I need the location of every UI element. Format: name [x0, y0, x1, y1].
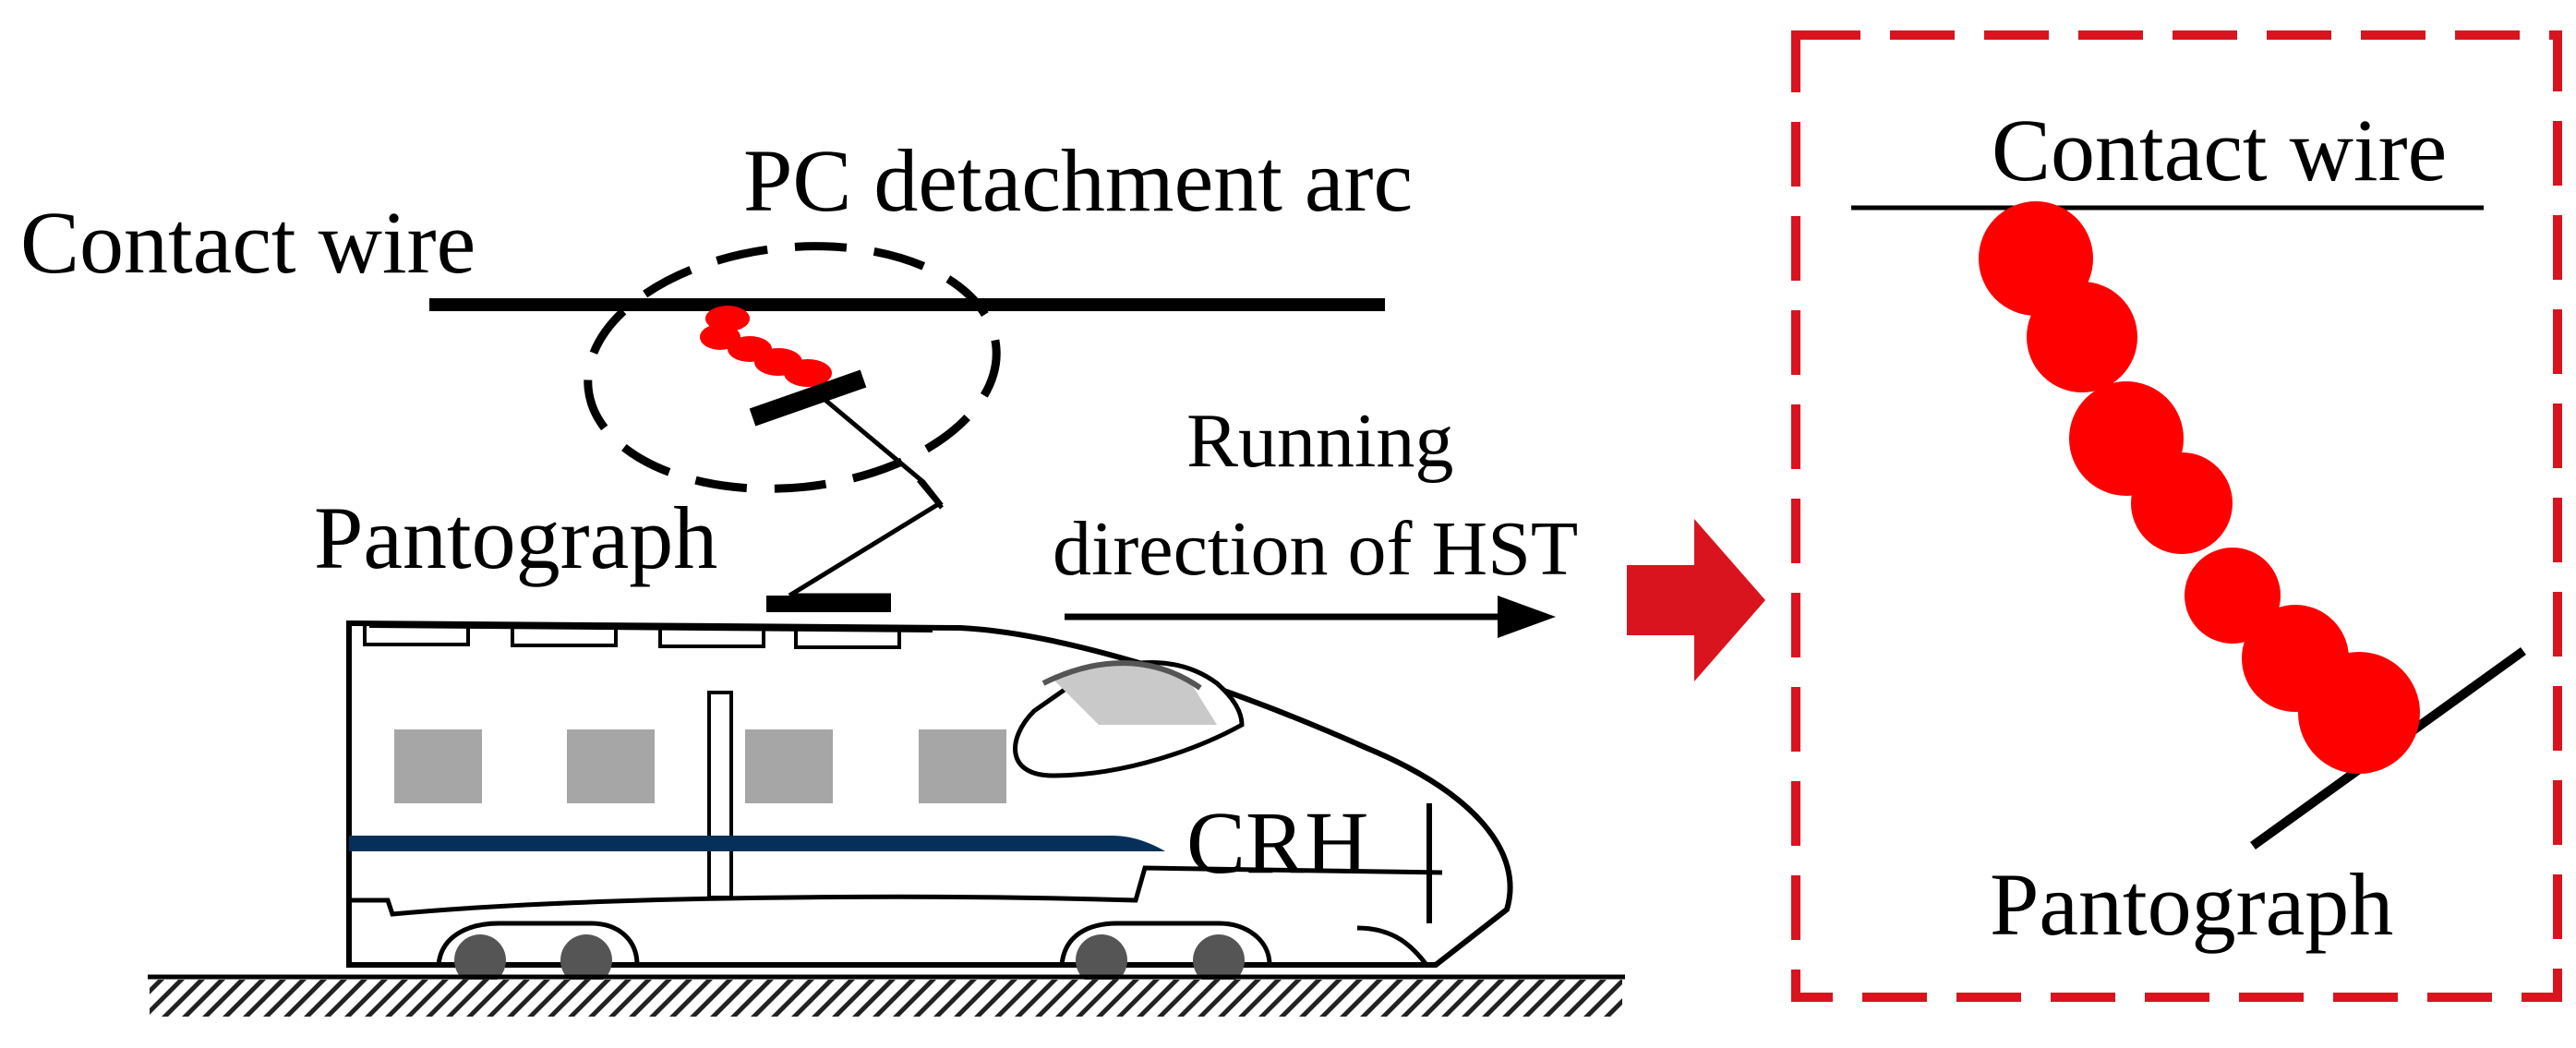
pantograph-label-left: Pantograph — [314, 488, 717, 587]
contact-wire-label-left: Contact wire — [20, 193, 475, 292]
train-stripe — [349, 836, 1165, 851]
cab-glass — [1053, 663, 1217, 725]
zoom-panel: Contact wire Pantograph — [1791, 30, 2562, 1002]
arc-small — [700, 306, 832, 387]
contact-wire-label-right: Contact wire — [1992, 101, 2447, 199]
left-scene: Contact wire PC detachment arc Pantograp… — [20, 131, 1625, 1017]
train-wheels — [436, 921, 1272, 986]
pantograph-label-right: Pantograph — [1990, 855, 2393, 954]
running-direction-arrow — [1065, 596, 1556, 638]
running-label-line2: direction of HST — [1053, 506, 1578, 592]
roof-panels — [363, 622, 933, 649]
arc-large — [1979, 201, 2420, 774]
train-windows — [394, 729, 1006, 803]
arc-label: PC detachment arc — [743, 131, 1413, 230]
train-door — [707, 691, 733, 899]
train — [346, 620, 1513, 986]
train-name-label: CRH — [1186, 793, 1368, 892]
ground — [148, 974, 1625, 1017]
arc-highlight-ellipse — [584, 242, 1001, 493]
running-label-line1: Running — [1186, 398, 1453, 484]
zoom-dashed-box — [1791, 30, 2562, 1002]
pantograph-left — [749, 369, 944, 612]
zoom-arrow — [1627, 519, 1765, 681]
